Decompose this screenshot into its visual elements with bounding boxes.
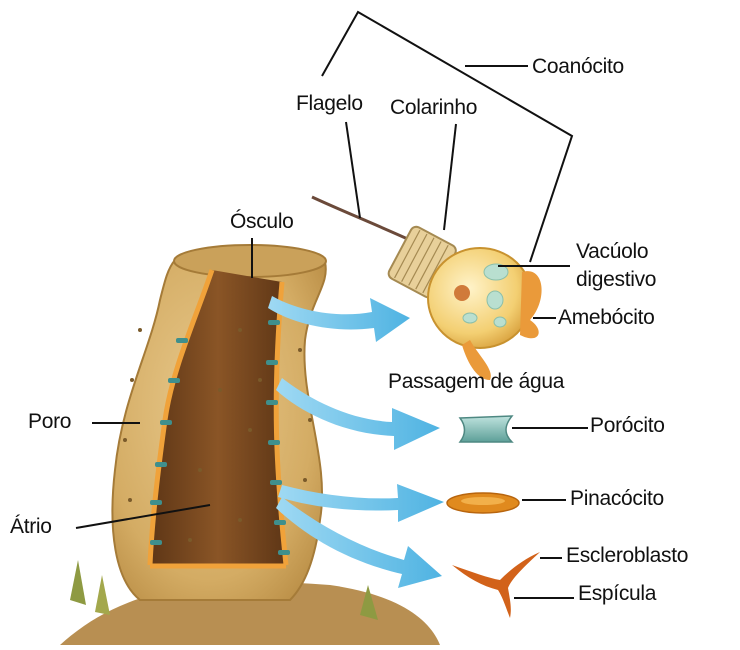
water-flow-arrows [268,296,444,588]
label-osculo: Ósculo [230,210,294,233]
line-flagelo [345,121,361,219]
line-colarinho [443,123,457,231]
arrow-to-pinacocyte [278,484,444,522]
label-poro: Poro [28,410,72,433]
label-vacuolo-line1: Vacúolo [576,240,649,263]
nucleus [454,285,470,301]
scleroblast-spicule [452,552,540,618]
flagellum [311,195,411,242]
choanocyte [311,195,542,380]
sponge-body [111,244,327,601]
label-vacuolo-line2: digestivo [576,268,657,291]
label-escleroblasto: Escleroblasto [566,544,689,567]
arrow-to-porocyte [276,378,440,450]
label-espicula: Espícula [578,582,657,605]
pinacocyte-cell [446,492,520,514]
arrow-to-choanocyte [268,296,410,342]
label-colarinho: Colarinho [390,96,478,119]
label-atrio: Átrio [10,515,52,538]
label-amebocito: Amebócito [558,306,655,329]
arrow-to-scleroblast [276,497,442,588]
vacuole [483,263,509,281]
choanocyte-bracket [321,10,574,263]
amoebocyte [520,271,542,339]
body-pores-dots [123,328,312,542]
porocyte-cell [458,415,514,443]
label-coanocito: Coanócito [532,55,624,78]
label-porocito: Porócito [590,414,665,437]
label-pinacocito: Pinacócito [570,487,664,510]
wall-porocytes [150,320,290,555]
label-flagelo: Flagelo [296,92,363,115]
line-atrio [75,504,211,529]
leader-lines [75,10,588,599]
label-passagem: Passagem de água [388,370,565,393]
